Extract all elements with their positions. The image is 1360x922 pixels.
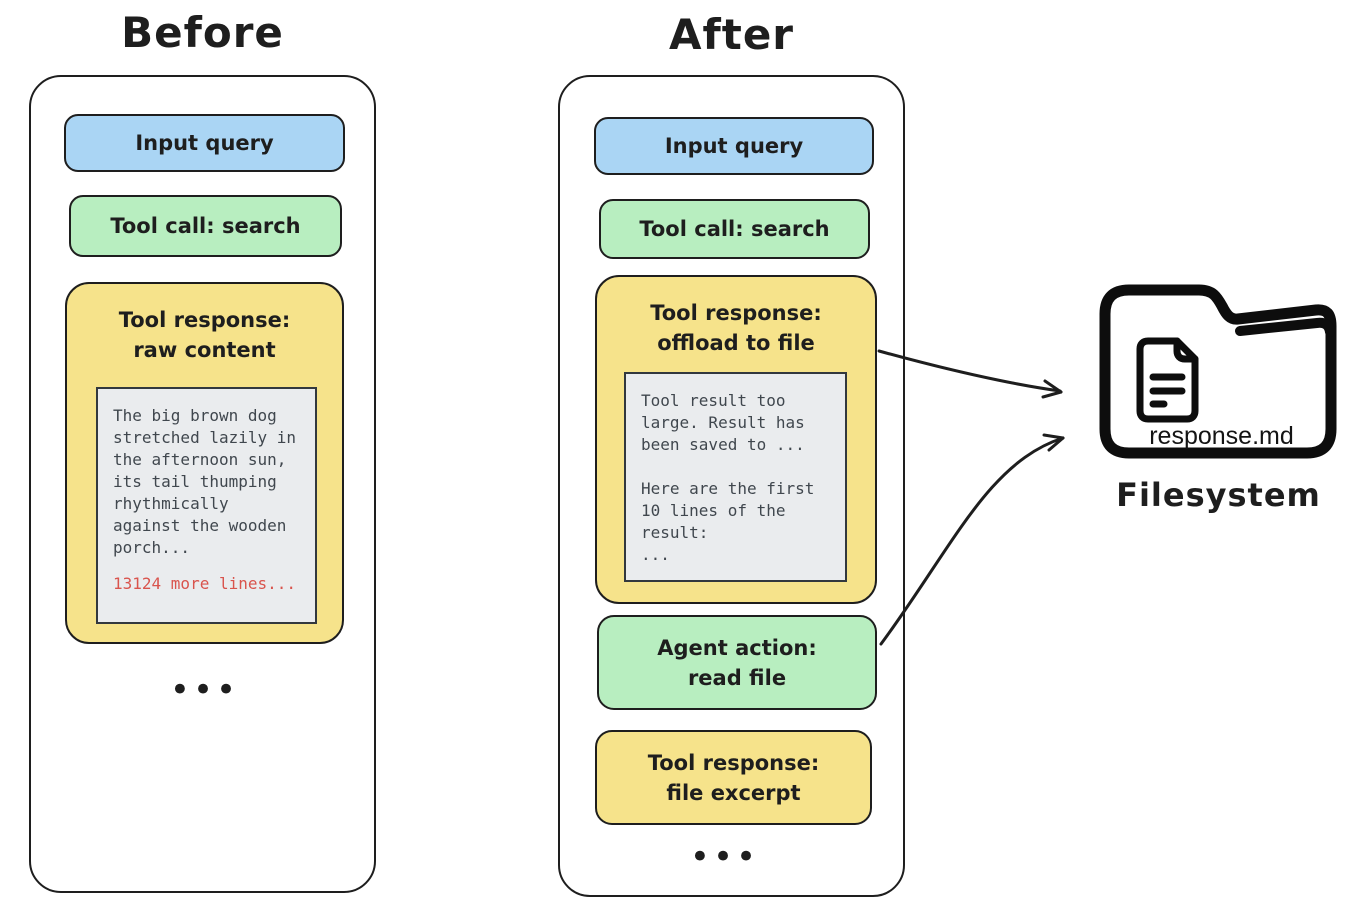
before-tool-response-box: Tool response: raw content The big brown… bbox=[65, 282, 344, 644]
after-offload-box: Tool response: offload to file Tool resu… bbox=[595, 275, 877, 604]
after-tool-call-box: Tool call: search bbox=[599, 199, 870, 259]
before-tool-response-title: Tool response: raw content bbox=[118, 308, 291, 362]
before-tool-call-box: Tool call: search bbox=[69, 195, 342, 257]
arrow-read-file bbox=[879, 433, 1065, 646]
after-column-title: After bbox=[668, 10, 795, 59]
before-column-title: Before bbox=[121, 8, 284, 57]
before-panel: Input query Tool call: search Tool respo… bbox=[29, 75, 376, 893]
after-offload-inset: Tool result too large. Result has been s… bbox=[624, 372, 847, 582]
after-offload-text: Tool result too large. Result has been s… bbox=[641, 391, 815, 564]
after-ellipsis: ••• bbox=[689, 837, 760, 877]
arrow-offload-to-file bbox=[877, 349, 1063, 399]
response-file-name: response.md bbox=[1149, 422, 1294, 450]
before-raw-content-inset: The big brown dog stretched lazily in th… bbox=[96, 387, 317, 624]
before-more-lines-text: 13124 more lines... bbox=[113, 574, 297, 593]
filesystem-label: Filesystem bbox=[1116, 476, 1321, 514]
after-agent-action-box: Agent action: read file bbox=[597, 615, 877, 710]
before-ellipsis: ••• bbox=[169, 670, 240, 710]
after-file-excerpt-box: Tool response: file excerpt bbox=[595, 730, 872, 825]
after-panel: Input query Tool call: search Tool respo… bbox=[558, 75, 905, 897]
after-input-query-box: Input query bbox=[594, 117, 874, 175]
before-input-query-box: Input query bbox=[64, 114, 345, 172]
before-raw-content-text: The big brown dog stretched lazily in th… bbox=[113, 406, 297, 557]
after-offload-title: Tool response: offload to file bbox=[650, 301, 822, 355]
document-icon bbox=[1136, 337, 1199, 423]
folder-icon bbox=[1099, 284, 1337, 459]
